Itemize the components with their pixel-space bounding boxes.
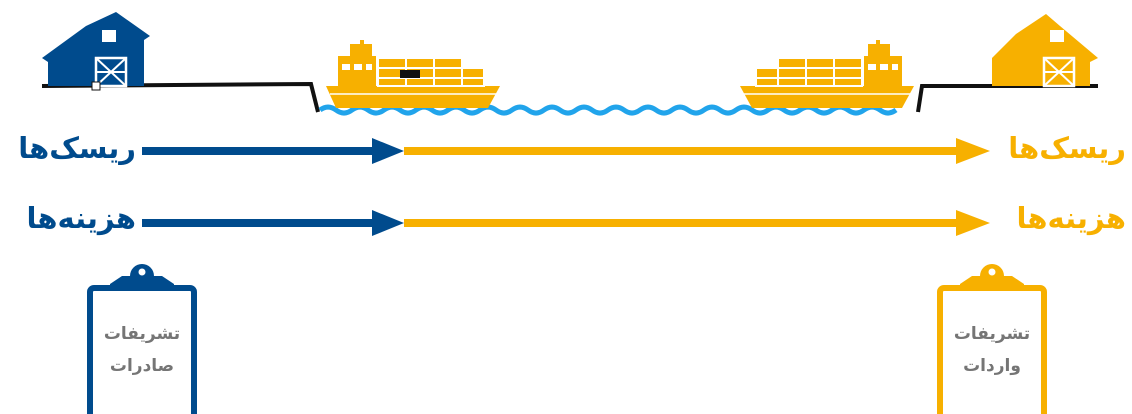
export-cargo-ship-icon [326, 40, 500, 108]
right-risks-label: ریسک‌ها [1008, 131, 1126, 165]
import-clipboard-text: تشریفات واردات [946, 318, 1038, 382]
import-clipboard-line2: واردات [963, 356, 1021, 376]
risks-export-arrow-icon [372, 138, 404, 164]
left-risks-label: ریسک‌ها [18, 131, 136, 165]
costs-import-arrow-icon [956, 210, 990, 236]
import-clipboard-line1: تشریفات [953, 324, 1031, 344]
right-quay-line [916, 84, 1098, 113]
export-clipboard-text: تشریفات صادرات [96, 318, 188, 382]
import-clipboard-icon [937, 264, 1047, 414]
risks-import-arrow-icon [956, 138, 990, 164]
water-waves-icon [318, 104, 898, 116]
left-quay-line [41, 81, 320, 113]
export-clipboard-icon [87, 264, 197, 414]
export-warehouse-icon [42, 12, 150, 91]
import-warehouse-icon [992, 14, 1098, 88]
left-costs-label: هزینه‌ها [26, 201, 136, 235]
import-cargo-ship-icon [740, 40, 914, 108]
costs-export-arrow-icon [372, 210, 404, 236]
right-costs-label: هزینه‌ها [1016, 201, 1126, 235]
export-clipboard-line1: تشریفات [103, 324, 181, 344]
export-clipboard-line2: صادرات [109, 356, 175, 376]
